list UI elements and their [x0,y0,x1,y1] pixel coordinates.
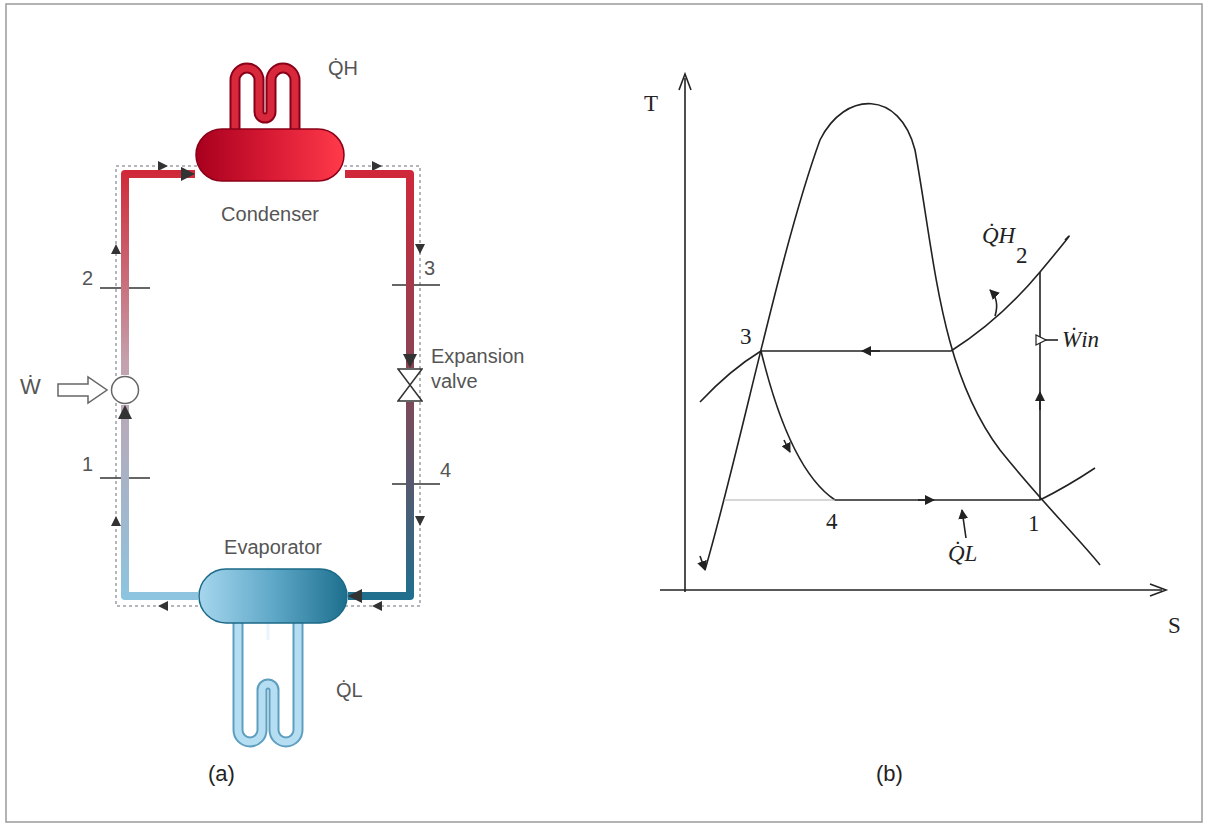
panel-label: (a) [208,760,235,788]
heat-label: Q̇H [328,56,358,81]
control-loop [111,161,425,611]
compressor: Ẇ [110,375,140,405]
state-number: 4 [440,458,451,483]
work-label: Ẇin [1062,326,1099,355]
work-arrow [58,377,107,403]
work-label: Ẇ [20,373,41,401]
component-label: Evaporator [224,535,322,560]
evaporator-body [198,568,348,624]
refrigerant-pipe [125,174,195,375]
heat-label: Q̇H [982,222,1015,251]
refrigerant-pipe [125,405,198,596]
ts-diagram [660,74,1166,596]
state-number: 3 [424,256,435,281]
state-number: 4 [826,508,838,537]
refrigerant-pipe [348,402,410,596]
expansion-valve: Expansion valve [397,368,423,402]
compressor-symbol [110,375,140,405]
state-number: 3 [740,323,752,352]
state-number: 2 [1016,242,1028,271]
component-label: Condenser [221,202,319,227]
axis-label: T [644,90,658,119]
condenser: Condenser [195,128,345,182]
state-number: 1 [82,452,93,477]
state-number: 1 [1028,510,1040,539]
valve-symbol [397,368,423,402]
heat-label: Q̇L [948,540,977,569]
state-number: 2 [82,266,93,291]
component-label: Expansion valve [431,344,543,394]
panel-label: (b) [876,760,903,788]
condenser-coil [235,68,295,132]
heat-label: Q̇L [336,678,363,703]
condenser-body [195,128,345,182]
axis-label: S [1168,612,1181,641]
evaporator: Evaporator [198,568,348,624]
state-ticks [100,285,440,484]
frame [6,4,1202,822]
refrigerant-pipe [345,174,410,368]
